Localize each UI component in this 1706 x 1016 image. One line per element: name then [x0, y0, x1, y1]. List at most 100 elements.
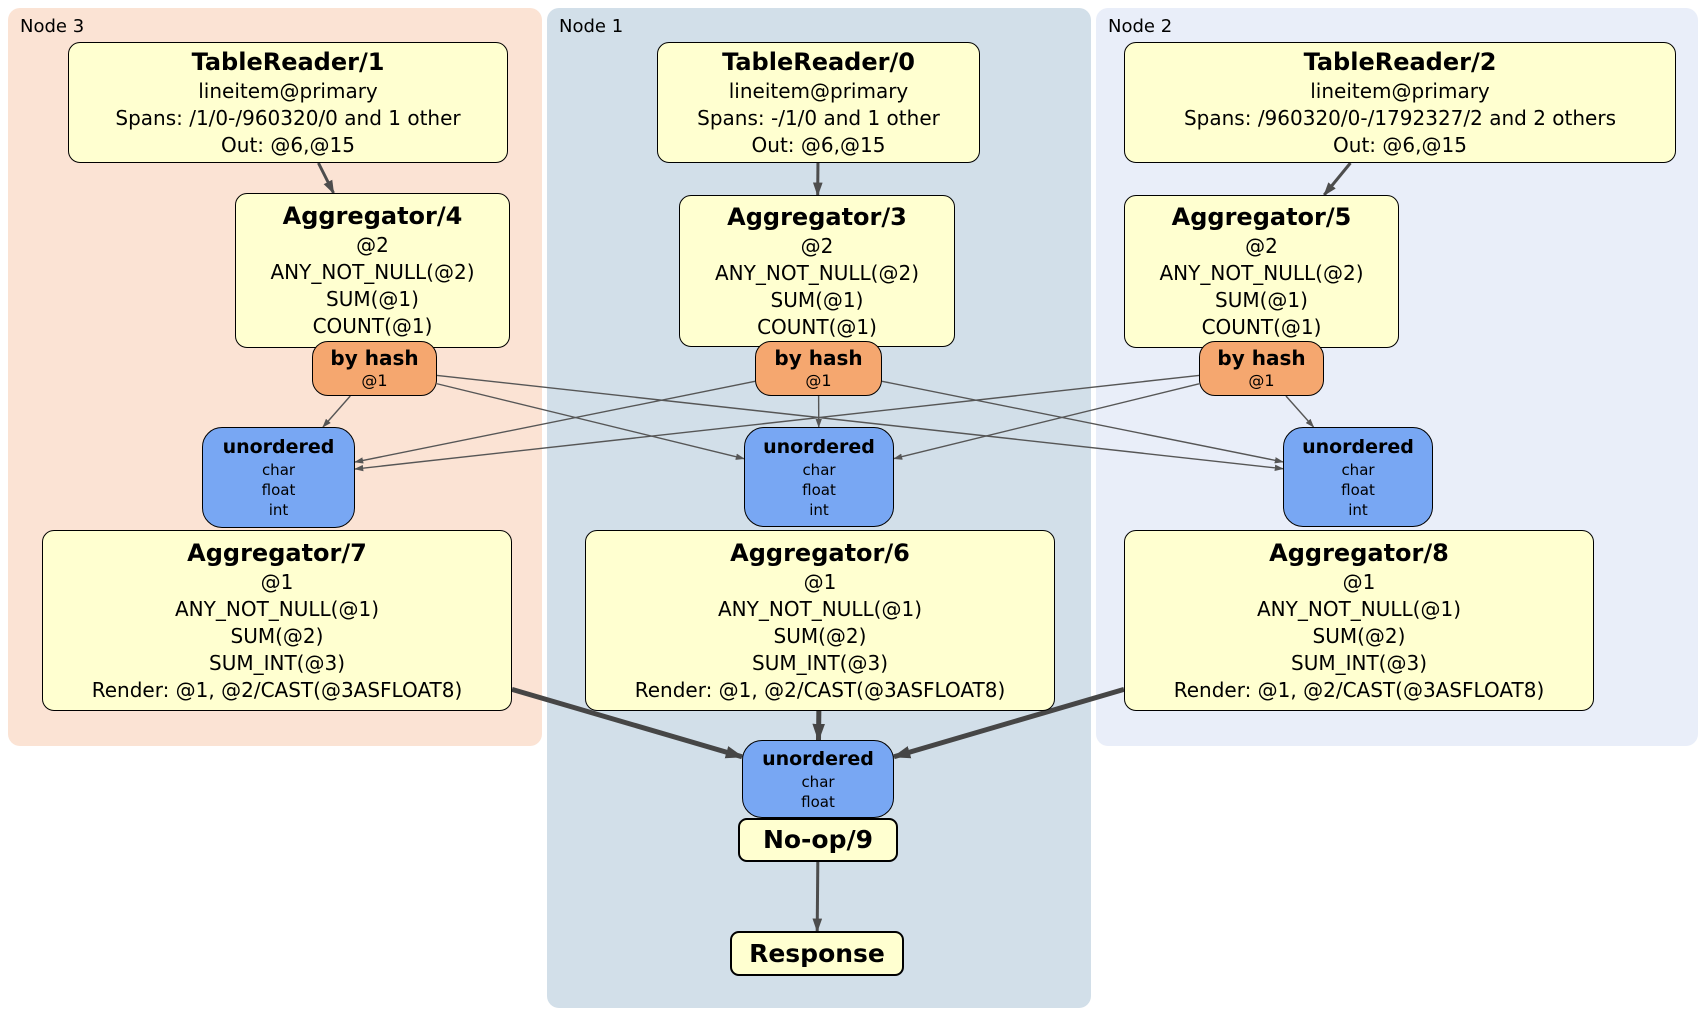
edge-tr1-agg4 [317, 162, 335, 195]
plan-node-noop: No-op/9 [738, 818, 898, 862]
plan-node-title: unordered [762, 747, 874, 770]
plan-node-title: by hash [1217, 346, 1306, 370]
plan-node-detail: @1 [1342, 569, 1376, 594]
plan-node-detail: COUNT(@1) [1201, 315, 1322, 339]
plan-node-title: No-op/9 [762, 825, 874, 855]
plan-node-detail: float [801, 792, 835, 811]
plan-node-detail: SUM(@2) [230, 623, 324, 648]
plan-node-title: Aggregator/5 [1171, 203, 1352, 231]
plan-node-bh3: by hash@1 [312, 341, 437, 396]
edge-agg8-unf [892, 686, 1125, 760]
plan-node-detail: int [268, 501, 289, 519]
plan-node-detail: SUM_INT(@3) [209, 650, 345, 675]
plan-node-bh2: by hash@1 [1199, 341, 1324, 396]
plan-node-detail: @2 [356, 233, 389, 257]
plan-node-detail: @1 [361, 371, 388, 390]
plan-node-detail: Render: @1, @2/CAST(@3ASFLOAT8) [634, 677, 1006, 702]
plan-node-title: Aggregator/3 [727, 202, 907, 231]
plan-node-detail: Out: @6,@15 [221, 132, 355, 157]
plan-node-detail: float [802, 480, 836, 499]
plan-node-title: TableReader/0 [722, 47, 915, 76]
plan-node-detail: SUM_INT(@3) [1291, 650, 1427, 675]
edge-bh3-un1 [436, 383, 745, 460]
plan-node-detail: Spans: /1/0-/960320/0 and 1 other [115, 105, 461, 130]
plan-node-detail: ANY_NOT_NULL(@1) [718, 596, 922, 621]
plan-node-detail: SUM(@1) [1215, 288, 1308, 312]
region-node1-label: Node 1 [559, 16, 624, 37]
plan-node-title: unordered [763, 435, 875, 458]
plan-node-title: TableReader/1 [191, 47, 385, 76]
plan-node-detail: float [261, 481, 296, 499]
plan-node-detail: char [801, 772, 835, 791]
plan-node-detail: SUM(@2) [1312, 623, 1406, 648]
edge-noop-resp [812, 861, 823, 933]
plan-node-detail: int [1348, 500, 1368, 519]
plan-node-title: TableReader/2 [1303, 47, 1497, 76]
plan-node-detail: SUM_INT(@3) [752, 650, 888, 675]
plan-node-detail: SUM(@1) [770, 287, 864, 312]
plan-node-detail: char [261, 461, 296, 479]
plan-node-detail: Out: @6,@15 [1333, 132, 1467, 157]
plan-node-detail: Render: @1, @2/CAST(@3ASFLOAT8) [1173, 677, 1545, 702]
edge-tr2-agg5 [1323, 162, 1352, 197]
plan-node-title: unordered [222, 436, 335, 458]
edge-bh2-un3 [354, 374, 1200, 472]
plan-node-detail: lineitem@primary [1310, 78, 1490, 103]
plan-node-detail: ANY_NOT_NULL(@2) [715, 260, 919, 285]
plan-node-detail: SUM(@2) [773, 623, 867, 648]
plan-node-detail: @1 [260, 569, 294, 594]
plan-node-detail: Render: @1, @2/CAST(@3ASFLOAT8) [91, 677, 463, 702]
edge-agg7-unf [511, 686, 744, 760]
plan-node-detail: Spans: -/1/0 and 1 other [697, 105, 940, 130]
edge-bh1-un3 [354, 380, 756, 464]
edge-bh1-un2 [881, 380, 1284, 464]
plan-node-bh1: by hash@1 [755, 341, 882, 396]
plan-node-title: by hash [774, 346, 863, 370]
plan-node-title: Aggregator/4 [282, 202, 463, 230]
plan-node-detail: float [1341, 480, 1375, 499]
edge-bh3-un2 [436, 374, 1284, 471]
plan-node-detail: @2 [800, 233, 834, 258]
plan-node-detail: char [1341, 460, 1375, 479]
plan-node-detail: ANY_NOT_NULL(@2) [270, 260, 475, 284]
plan-node-detail: ANY_NOT_NULL(@1) [175, 596, 379, 621]
plan-node-detail: ANY_NOT_NULL(@2) [1159, 261, 1364, 285]
plan-node-detail: ANY_NOT_NULL(@1) [1257, 596, 1461, 621]
edge-bh3-un3 [322, 395, 351, 428]
plan-node-title: Aggregator/6 [730, 538, 910, 567]
region-node3-label: Node 3 [20, 16, 85, 37]
plan-node-detail: COUNT(@1) [312, 314, 433, 338]
plan-node-detail: lineitem@primary [728, 78, 909, 103]
plan-node-title: by hash [330, 346, 419, 370]
plan-node-resp: Response [730, 931, 904, 976]
plan-node-un3: unordered char float int [202, 427, 355, 528]
plan-node-detail: lineitem@primary [198, 78, 378, 103]
plan-node-title: Aggregator/7 [187, 538, 367, 567]
plan-node-detail: SUM(@1) [326, 287, 419, 311]
plan-node-detail: @1 [805, 371, 832, 390]
plan-node-title: Response [749, 938, 885, 968]
plan-node-detail: int [809, 500, 829, 519]
edge-bh2-un2 [1285, 395, 1315, 428]
plan-node-title: Aggregator/8 [1269, 538, 1449, 567]
plan-node-detail: COUNT(@1) [757, 314, 877, 339]
plan-node-detail: char [802, 460, 836, 479]
region-node2-label: Node 2 [1108, 16, 1173, 37]
plan-node-detail: Spans: /960320/0-/1792327/2 and 2 others [1183, 105, 1616, 130]
plan-node-title: unordered [1302, 435, 1414, 458]
plan-node-detail: @2 [1245, 234, 1278, 258]
